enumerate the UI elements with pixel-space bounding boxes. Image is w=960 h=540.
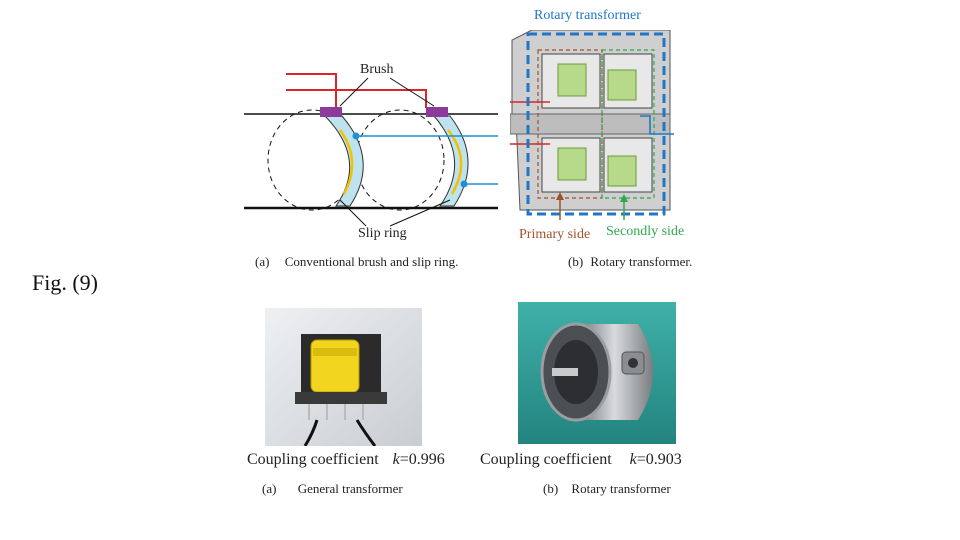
caption-rotary-transformer-photo: (b) Rotary transformer bbox=[543, 481, 671, 497]
rotary-transformer-photo bbox=[518, 302, 676, 444]
k-value: =0.903 bbox=[636, 451, 682, 468]
rotary-frame bbox=[526, 32, 666, 216]
rotary-transformer-title: Rotary transformer bbox=[534, 8, 641, 23]
red-wire-1 bbox=[286, 73, 337, 108]
coupling-coefficient-general: Coupling coefficient k=0.996 bbox=[247, 451, 445, 469]
figure-label: Fig. (9) bbox=[32, 270, 98, 295]
mount-hole bbox=[628, 358, 638, 368]
rotor-shaft bbox=[552, 368, 578, 376]
k-symbol: k bbox=[392, 451, 400, 468]
coef-text: Coupling coefficient bbox=[247, 451, 379, 468]
slip-ring-2 bbox=[432, 115, 469, 207]
general-transformer-photo bbox=[265, 308, 422, 446]
k-value: =0.996 bbox=[399, 451, 445, 468]
caption-text: Rotary transformer bbox=[571, 481, 671, 496]
slip-ring-arrow-1 bbox=[339, 199, 367, 227]
secondary-side-label: Secondly side bbox=[606, 224, 685, 239]
coef-text: Coupling coefficient bbox=[480, 451, 612, 468]
slip-ring-arrow-2 bbox=[389, 199, 451, 227]
transformer-base bbox=[295, 392, 387, 404]
coupling-coefficient-rotary: Coupling coefficient k=0.903 bbox=[480, 451, 682, 469]
caption-text: Conventional brush and slip ring. bbox=[284, 254, 459, 269]
caption-brush-slip-ring: (a) Conventional brush and slip ring. bbox=[255, 254, 458, 270]
red-wire-2 bbox=[286, 89, 427, 108]
blue-contact-1 bbox=[352, 132, 360, 140]
rotary-transformer-diagram bbox=[510, 30, 674, 220]
caption-letter: (b) bbox=[568, 254, 584, 269]
brush-arrow-1 bbox=[339, 77, 369, 107]
brush-label: Brush bbox=[360, 62, 394, 77]
secondary-coil-top bbox=[607, 69, 637, 101]
caption-letter: (b) bbox=[543, 481, 559, 496]
ring-current-1 bbox=[338, 129, 354, 195]
brush-2 bbox=[426, 107, 448, 117]
k-symbol: k bbox=[629, 451, 637, 468]
primary-arrowhead bbox=[556, 192, 564, 200]
ring-outline-2 bbox=[355, 109, 445, 211]
brush-arrow-2 bbox=[389, 77, 435, 107]
secondary-coil-bottom bbox=[607, 155, 637, 187]
slip-ring-label: Slip ring bbox=[358, 226, 407, 241]
caption-general-transformer: (a) General transformer bbox=[262, 481, 403, 497]
secondary-arrowhead bbox=[620, 194, 628, 202]
lead-wire-2 bbox=[355, 419, 377, 446]
caption-letter: (a) bbox=[255, 254, 270, 269]
primary-side-label: Primary side bbox=[519, 227, 591, 242]
caption-letter: (a) bbox=[262, 481, 277, 496]
shaft-slot bbox=[510, 113, 671, 135]
secondary-wire bbox=[640, 115, 674, 135]
primary-boundary bbox=[537, 49, 603, 199]
primary-coil-top bbox=[557, 63, 587, 97]
secondary-boundary bbox=[601, 49, 655, 199]
winding-band bbox=[313, 348, 357, 356]
primary-coil-bottom bbox=[557, 147, 587, 181]
caption-text: General transformer bbox=[297, 481, 403, 496]
blue-contact-2 bbox=[460, 180, 468, 188]
lead-wire-1 bbox=[303, 419, 319, 446]
brush-1 bbox=[320, 107, 342, 117]
brush-slip-ring-diagram bbox=[244, 73, 498, 227]
caption-text: Rotary transformer. bbox=[590, 254, 693, 269]
transformer-winding bbox=[310, 339, 360, 393]
caption-rotary-transformer: (b) Rotary transformer. bbox=[568, 254, 692, 270]
